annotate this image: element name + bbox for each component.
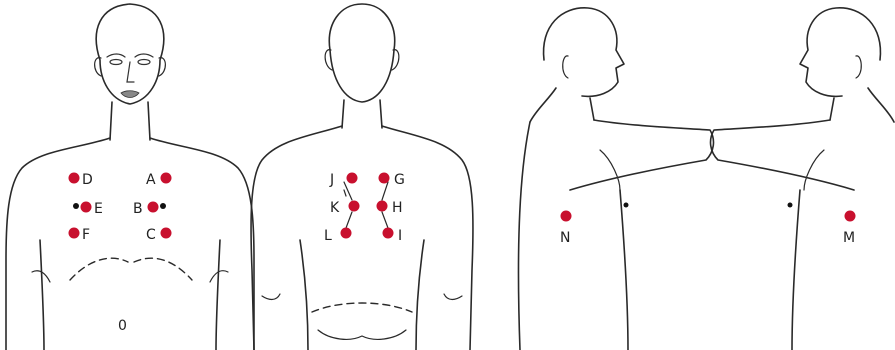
back-torso (251, 126, 473, 350)
side-view-right-figure (518, 8, 713, 350)
back-hip-line (312, 303, 412, 312)
marker-side-right (624, 203, 629, 208)
marker-side-left (788, 203, 793, 208)
electrode-b-label: B (133, 201, 143, 217)
electrode-i-label: I (398, 228, 402, 244)
front-head (96, 4, 164, 104)
electrode-c-label: C (146, 227, 156, 243)
electrode-b (148, 202, 159, 213)
electrode-j-label: J (329, 172, 334, 188)
electrode-l-label: L (324, 228, 332, 244)
side-left-front (792, 190, 800, 350)
front-neck (110, 102, 150, 140)
electrode-d (69, 173, 80, 184)
electrode-g (379, 173, 390, 184)
electrode-a (161, 173, 172, 184)
front-rib-line-right (134, 258, 192, 280)
guide-line-h-i (382, 212, 388, 228)
electrode-g-label: G (394, 172, 405, 188)
electrode-k (349, 201, 360, 212)
front-eye-left (110, 60, 122, 65)
back-electrodes: J K L G H I (324, 172, 405, 244)
back-waist-left (300, 240, 308, 350)
guide-line-k-l (346, 212, 352, 228)
electrode-e (81, 202, 92, 213)
front-mouth (121, 91, 139, 98)
side-right-chest (600, 150, 620, 190)
back-view-figure (251, 4, 473, 350)
side-view-left-figure (711, 8, 894, 350)
electrode-d-label: D (82, 172, 93, 188)
side-right-head (544, 8, 624, 97)
back-waist-right (416, 240, 424, 350)
side-right-arm (570, 120, 713, 190)
electrode-n (561, 211, 572, 222)
front-arm-inner-left (40, 240, 44, 350)
guide-line-g-h (382, 182, 388, 200)
front-eye-right (138, 60, 150, 65)
front-view-figure: 0 (6, 4, 254, 350)
electrode-m (845, 211, 856, 222)
front-eyebrows (107, 54, 153, 57)
side-left-chest (804, 150, 824, 190)
electrode-h-label: H (392, 200, 403, 216)
back-neck (342, 100, 382, 128)
electrode-j (347, 173, 358, 184)
side-left-ear (856, 56, 861, 78)
back-head (329, 4, 394, 102)
electrode-k-label: K (330, 200, 340, 216)
side-right-front (620, 190, 628, 350)
marker-b (160, 203, 166, 209)
front-arm-inner-right (216, 240, 220, 350)
back-arm-left (262, 294, 280, 300)
side-right-ear (563, 56, 568, 78)
electrode-h (377, 201, 388, 212)
marker-e (73, 203, 79, 209)
side-electrodes: N M (560, 203, 856, 247)
side-left-neck (830, 88, 894, 122)
electrode-n-label: N (560, 230, 570, 246)
side-left-arm (711, 120, 854, 190)
guide-line-j-k (344, 182, 352, 200)
side-right-neck (530, 88, 594, 122)
electrode-f (69, 228, 80, 239)
front-view-label: 0 (118, 318, 127, 334)
electrode-i (383, 228, 394, 239)
side-right-back (518, 122, 530, 350)
back-spine-guide (318, 330, 406, 339)
electrode-e-label: E (94, 201, 103, 217)
front-nose (127, 62, 134, 82)
electrode-f-label: F (82, 227, 90, 243)
front-rib-line (70, 258, 128, 280)
front-electrodes: D E F A B C (69, 172, 172, 243)
electrode-a-label: A (146, 172, 156, 188)
side-left-head (800, 8, 880, 97)
electrode-c (161, 228, 172, 239)
electrode-l (341, 228, 352, 239)
back-arm-right (444, 294, 462, 300)
electrode-m-label: M (843, 230, 855, 246)
